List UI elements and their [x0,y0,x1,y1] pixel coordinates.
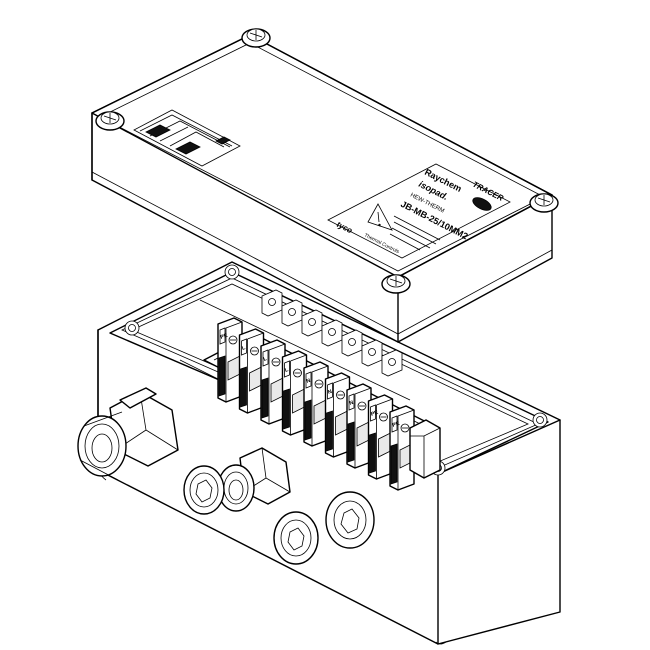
lid: Raychem TRACER isopad. HEW-THERM JB-MB-2… [91,28,559,343]
terminal-block: PE [389,405,415,491]
terminal-label: N [306,378,312,385]
terminal-label: L [263,356,269,363]
blanking-plug [183,465,225,515]
terminal-label: PE [392,421,401,429]
blanking-plug [273,511,319,565]
terminal-block: L [260,339,286,425]
terminal-label: L [284,367,290,374]
lid-screw [529,193,559,213]
terminal-block: PE [367,394,394,480]
cable-gland-large [77,387,179,481]
terminal-block: PE [217,317,243,403]
terminal-block: L [281,350,308,436]
terminal-label: PE [220,333,229,341]
terminal-label: PE [370,410,379,418]
lid-screw [381,274,411,294]
terminal-label: L [241,345,247,352]
terminal-block: L [238,328,265,414]
lid-screw [241,28,271,48]
rating-plate [133,109,241,167]
terminal-rail: PE L L L N N N PE PE [203,289,441,491]
blanking-plug [325,491,375,549]
terminal-label: N [349,400,355,407]
terminal-label: N [327,389,333,396]
lid-screw [95,111,125,131]
warning-icon [367,203,393,231]
terminal-block: N [346,383,372,469]
terminal-block: N [324,372,351,458]
terminal-block: N [303,361,329,447]
